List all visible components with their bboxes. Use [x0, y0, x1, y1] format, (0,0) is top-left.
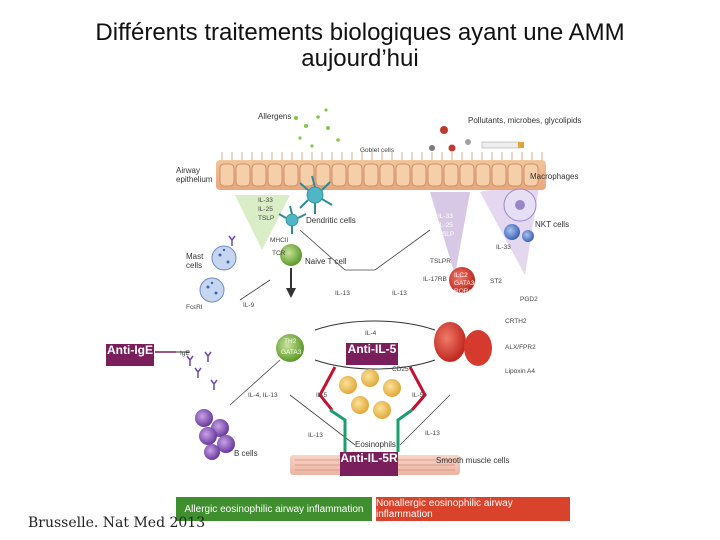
label-il13-b: IL-13: [392, 290, 407, 297]
naive-t-cell: [280, 244, 302, 266]
label-il5-b: IL-5: [412, 392, 424, 399]
epithelial-cells: [219, 163, 539, 187]
label-nkt-cells: NKT cells: [535, 220, 570, 229]
mast-cell-1: [211, 245, 237, 271]
label-il13-d: IL-13: [425, 430, 440, 437]
label-tslpr: TSLPR: [430, 258, 451, 265]
slide-title-line1: Différents traitements biologiques ayant…: [95, 19, 625, 46]
anti-il5-arrows: [318, 366, 427, 411]
ilc2-cell: [449, 267, 475, 293]
label-il33-right: IL-33: [496, 244, 511, 251]
label-goblet-cells: Goblet cells: [360, 147, 394, 154]
red-cell-2: [464, 330, 492, 366]
ige-antibodies: [186, 235, 236, 390]
label-naive-t-cell: Naive T cell: [305, 257, 347, 266]
label-il4: IL-4: [365, 330, 377, 337]
label-b-cells: B cells: [234, 449, 258, 458]
label-tcr: TCR: [272, 250, 286, 257]
anti-il5-box: Anti-IL-5: [346, 343, 398, 365]
anti-il5r-arrows: [329, 408, 413, 452]
label-smooth-muscle: Smooth muscle cells: [436, 456, 510, 465]
allergic-inflammation-bar: Allergic eosinophilic airway inflammatio…: [176, 497, 372, 521]
label-ige: IgE: [180, 350, 190, 357]
slide-title-line2: aujourd’hui: [301, 45, 419, 72]
label-gata3-a: GATA3: [454, 280, 475, 287]
b-cell-cluster: [195, 409, 235, 460]
label-pollutants: Pollutants, microbes, glycolipids: [468, 116, 582, 125]
dendritic-cell-2: [278, 205, 307, 234]
label-airway-epithelium: Airway epithelium: [176, 166, 213, 184]
label-il13-a: IL-13: [335, 290, 350, 297]
label-st2: ST2: [490, 278, 502, 285]
label-il5-a: IL-5: [316, 392, 328, 399]
label-gata3-b: GATA3: [281, 349, 302, 356]
right-cytokine-wedge: [430, 192, 470, 275]
label-cd25: CD25: [392, 366, 409, 373]
label-mhcii: MHCII: [270, 237, 289, 244]
label-lipoxin: Lipoxin A4: [505, 368, 535, 375]
label-il4-il13: IL-4, IL-13: [248, 392, 278, 399]
mast-cell-2: [199, 277, 225, 303]
label-eosinophils: Eosinophils: [355, 440, 396, 449]
anti-il5r-box: Anti-IL-5R: [340, 452, 398, 476]
label-roralpha: RORα: [454, 288, 473, 295]
label-mast-cells: Mast cells: [186, 252, 204, 270]
label-ilc2: ILC2: [454, 272, 468, 279]
label-th2: TH2: [284, 338, 297, 345]
red-cell-1: [434, 322, 466, 362]
label-crth2: CRTH2: [505, 318, 527, 325]
label-left-cytokines: IL-33 IL-25 TSLP: [258, 197, 275, 222]
label-macrophages: Macrophages: [530, 172, 579, 181]
label-il17rb: IL-17RB: [423, 276, 447, 283]
anti-ige-box: Anti-IgE: [106, 344, 154, 366]
cilia: [221, 152, 543, 160]
eosinophil-cluster: [339, 369, 401, 419]
label-fceri: FcεRI: [186, 304, 203, 311]
pollutant-particles: [429, 126, 524, 152]
label-pgd2: PGD2: [520, 296, 538, 303]
citation: Brusselle. Nat Med 2013: [28, 515, 206, 531]
allergen-particles: [294, 108, 340, 148]
th2-cell: [276, 334, 304, 362]
left-cytokine-wedge: [235, 195, 290, 250]
nkt-cell: [504, 224, 520, 240]
label-alxfpr2: ALX/FPR2: [505, 344, 536, 351]
label-il9: IL-9: [243, 302, 255, 309]
dendritic-cell-shape: [299, 175, 333, 214]
label-allergens: Allergens: [258, 112, 292, 121]
label-right-cytokines: IL-33 IL-25 TSLP: [438, 213, 455, 238]
label-dendritic-cells: Dendritic cells: [306, 216, 356, 225]
nonallergic-inflammation-bar: Nonallergic eosinophilic airway inflamma…: [376, 497, 570, 521]
label-il13-c: IL-13: [308, 432, 323, 439]
